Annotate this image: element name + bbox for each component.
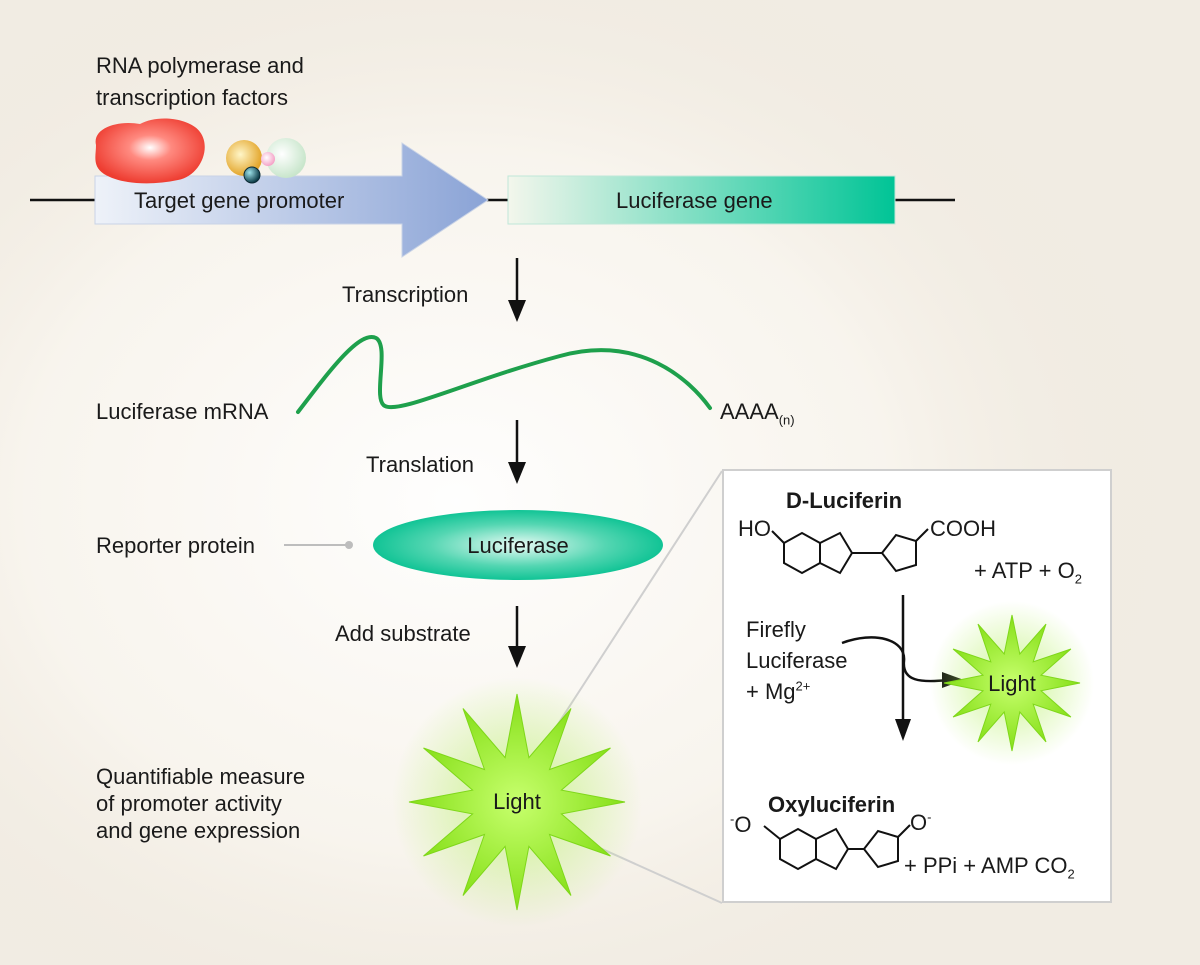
reporter-pointer-dot <box>345 541 353 549</box>
add-substrate-label: Add substrate <box>335 621 471 646</box>
byproducts-label: + PPi + AMP CO2 <box>904 853 1075 882</box>
oxide-right-label: O- <box>910 809 932 835</box>
oxyluciferin-label: Oxyluciferin <box>768 792 896 817</box>
luciferase-protein-label: Luciferase <box>467 533 569 558</box>
reaction-light-label: Light <box>988 671 1036 696</box>
polymerase-label-line2: transcription factors <box>96 85 288 110</box>
reaction-graphics <box>763 528 1094 871</box>
luciferase-gene-box <box>507 175 896 225</box>
reaction-light-star <box>943 614 1081 752</box>
gene-label: Luciferase gene <box>616 188 773 213</box>
reaction-arrow <box>841 595 949 723</box>
enzyme-label-line1: Firefly <box>746 617 806 642</box>
measure-label-line2: of promoter activity <box>96 791 282 816</box>
transcription-label: Transcription <box>342 282 469 307</box>
d-luciferin-label: D-Luciferin <box>786 488 903 513</box>
reporter-protein-label: Reporter protein <box>96 533 255 558</box>
promoter-label: Target gene promoter <box>134 188 345 213</box>
enzyme-label-line3: + Mg2+ <box>746 678 811 704</box>
measure-label-line1: Quantifiable measure <box>96 764 306 789</box>
rna-polymerase-blob <box>95 118 205 184</box>
reaction-panel: D-Luciferin HO COOH + ATP + O2 Firefly L… <box>722 469 1112 903</box>
d-luciferin-structure <box>771 528 929 575</box>
main-light-label: Light <box>493 789 541 814</box>
mrna-curve <box>296 335 712 414</box>
oxyluciferin-structure <box>763 824 911 871</box>
flow-arrows <box>508 258 526 668</box>
polymerase-label-line1: RNA polymerase and <box>96 53 304 78</box>
transcription-factor-dark <box>243 166 261 184</box>
oxide-left-label: -O <box>730 811 752 837</box>
atp-oxygen-label: + ATP + O2 <box>974 558 1082 587</box>
luciferase-protein-ellipse <box>373 510 663 580</box>
carboxyl-label: COOH <box>930 516 996 541</box>
transcription-factor-pink <box>261 152 275 166</box>
polya-tail-label: AAAA(n) <box>720 399 795 428</box>
reaction-arrow-head <box>895 719 911 741</box>
promoter-arrow <box>94 142 489 258</box>
hydroxyl-label: HO <box>738 516 771 541</box>
translation-label: Translation <box>366 452 475 477</box>
transcription-factor-pale <box>266 138 306 178</box>
mrna-label: Luciferase mRNA <box>96 399 269 424</box>
main-light-star <box>408 693 626 911</box>
measure-label-line3: and gene expression <box>96 818 301 843</box>
enzyme-label-line2: Luciferase <box>746 648 848 673</box>
